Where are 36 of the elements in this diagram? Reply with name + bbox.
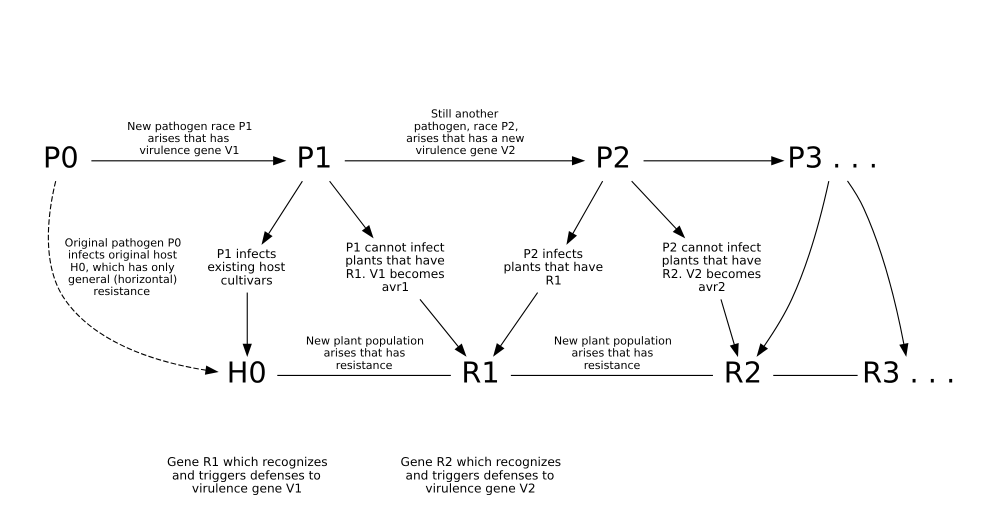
- arrow: [566, 180, 604, 245]
- arrow: [644, 156, 785, 166]
- node-text: P1 cannot infect plants that have R1. V1 becomes avr1: [345, 240, 445, 294]
- arrow: [493, 292, 538, 357]
- label: Gene R2 which recognizes and triggers defenses to virulence gene V2: [400, 455, 562, 496]
- edge-label: New pathogen race P1 arises that has virulence gene V1: [127, 120, 252, 158]
- arrow: [631, 180, 686, 238]
- node-text: P1 infects existing host cultivars: [207, 246, 286, 288]
- connector: [277, 374, 451, 376]
- node-text: P2 cannot infect plants that have R2. V2 becomes avr2: [662, 240, 762, 294]
- arrow: [720, 299, 739, 358]
- arrow: [242, 292, 252, 357]
- node-text: P1: [296, 140, 332, 175]
- arrow: [329, 180, 374, 238]
- connector: [773, 374, 858, 376]
- arrow: [91, 156, 286, 166]
- node-text: H0: [226, 355, 267, 390]
- edge-label: New plant population arises that has resistance: [306, 334, 424, 372]
- edge-label: New plant population arises that has resistance: [554, 334, 672, 372]
- connector: [510, 374, 713, 376]
- node-text: R2: [724, 355, 762, 390]
- label: Gene R1 which recognizes and triggers defenses to virulence gene V1: [167, 455, 328, 496]
- node-text: R3 . . .: [862, 355, 956, 390]
- node-text: P2 infects plants that have R1: [503, 246, 604, 288]
- arrow: [420, 299, 467, 357]
- node-text: R1: [461, 355, 500, 390]
- node-text: P2: [595, 140, 631, 175]
- arrow: [344, 156, 586, 166]
- edge-label: Original pathogen P0 infects original host H0, which has only general (horizontal) resistance: [64, 236, 182, 298]
- arrow: [847, 180, 908, 357]
- node-text: P0: [43, 140, 79, 175]
- edge-label: Still another pathogen, race P2, arises that has a new virulence gene V2: [406, 108, 524, 158]
- arrow: [756, 181, 830, 357]
- arrow: [261, 180, 303, 245]
- node-text: P3 . . .: [787, 140, 878, 175]
- arrow: [48, 181, 219, 375]
